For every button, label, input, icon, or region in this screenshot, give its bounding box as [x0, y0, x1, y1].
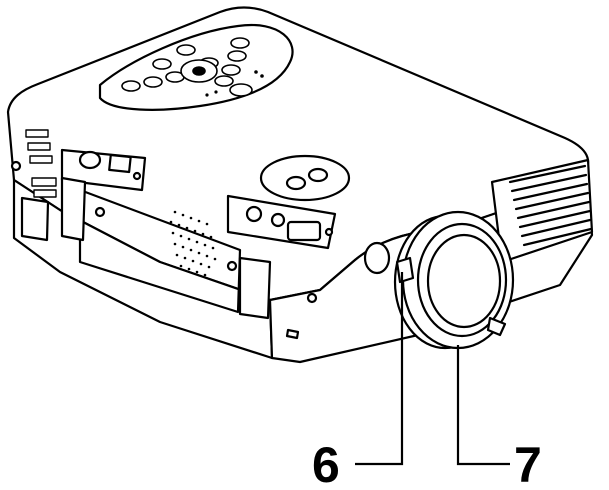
screw	[10, 160, 22, 172]
top-vent	[259, 154, 351, 202]
speaker-grille	[169, 210, 217, 277]
right-foot	[238, 256, 272, 320]
callout-label-6: 6	[312, 437, 340, 490]
leader-line-7	[456, 345, 510, 466]
connector-panel-side	[226, 194, 337, 250]
front-labels	[25, 129, 57, 198]
lens-assembly	[393, 210, 515, 350]
lock-slot	[285, 328, 300, 340]
power-socket	[20, 196, 50, 242]
screw	[94, 206, 106, 218]
control-buttons	[121, 37, 253, 97]
leader-line-6	[355, 272, 404, 466]
left-foot	[60, 176, 87, 242]
indicator-dots	[205, 70, 264, 97]
lens-glass	[426, 233, 502, 329]
projector-body	[6, 6, 594, 364]
screw	[226, 260, 238, 272]
side-vent	[490, 158, 594, 264]
callout-label-7: 7	[514, 437, 542, 490]
connector-panel-upper	[60, 148, 147, 192]
leader-lines	[355, 272, 510, 466]
lens-foot	[486, 316, 507, 337]
ir-sensor	[363, 241, 391, 275]
zoom-lever	[395, 256, 415, 284]
screw	[306, 292, 318, 304]
